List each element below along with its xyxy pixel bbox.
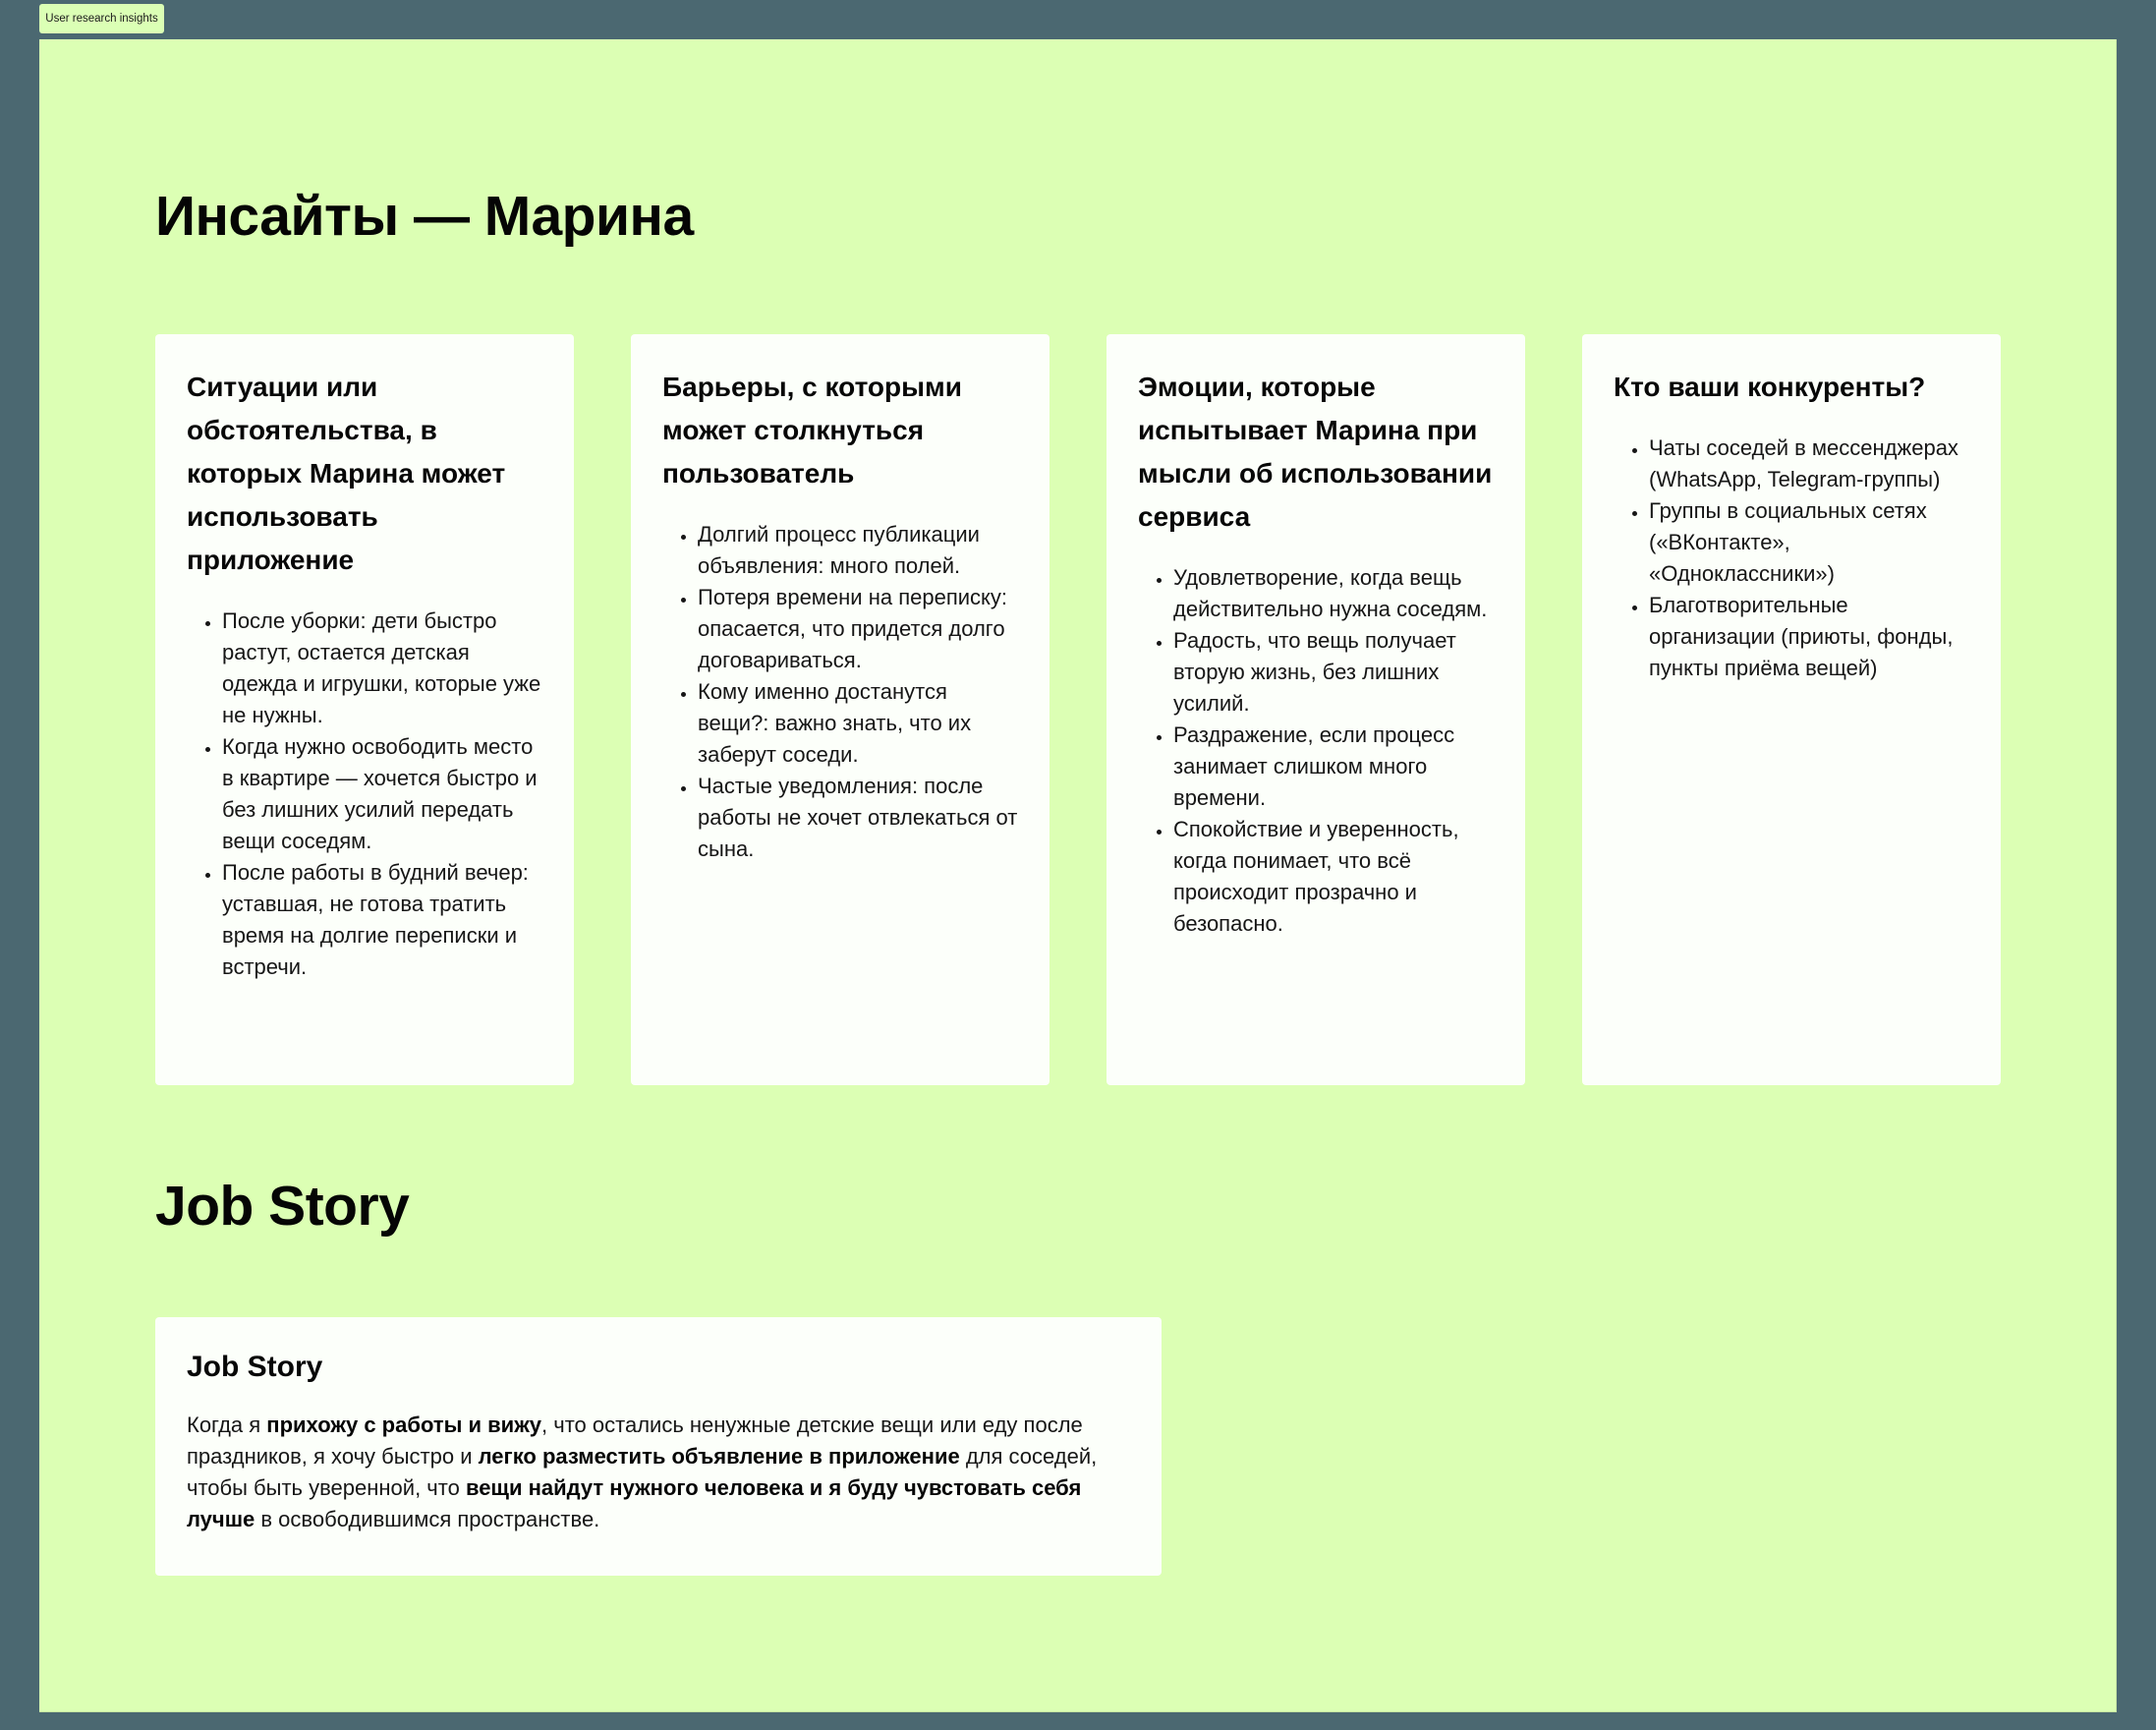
frame-label[interactable]: User research insights (39, 4, 164, 33)
research-frame: Инсайты — Марина Ситуации или обстоятель… (39, 39, 2117, 1712)
card-list: После уборки: дети быстро растут, остает… (187, 606, 544, 983)
insight-card-situations[interactable]: Ситуации или обстоятельства, в которых М… (155, 334, 574, 1085)
list-item: После уборки: дети быстро растут, остает… (222, 606, 544, 731)
job-story-segment: для соседей, чтобы быть уверенной, что (187, 1444, 1098, 1500)
list-item: Потеря времени на переписку: опасается, … (698, 582, 1020, 676)
insights-title: Инсайты — Марина (155, 185, 694, 248)
list-item: Группы в социальных сетях («ВКонтакте», … (1649, 495, 1971, 590)
job-story-emphasis: легко разместить объявление в приложение (478, 1444, 960, 1469)
card-list: Удовлетворение, когда вещь действительно… (1138, 562, 1496, 940)
card-heading: Эмоции, которые испытывает Марина при мы… (1138, 372, 1493, 532)
insight-card-emotions[interactable]: Эмоции, которые испытывает Марина при мы… (1106, 334, 1525, 1085)
job-story-emphasis: прихожу с работы и вижу (266, 1413, 542, 1437)
list-item: Долгий процесс публикации объявления: мн… (698, 519, 1020, 582)
job-story-segment: , что остались ненужные детские вещи или… (187, 1413, 1083, 1469)
card-heading: Барьеры, с которыми может столкнуться по… (662, 372, 962, 489)
list-item: После работы в будний вечер: уставшая, н… (222, 857, 544, 983)
list-item: Раздражение, если процесс занимает слишк… (1173, 720, 1496, 814)
list-item: Спокойствие и уверенность, когда понимае… (1173, 814, 1496, 940)
insight-card-barriers[interactable]: Барьеры, с которыми может столкнуться по… (631, 334, 1050, 1085)
insight-card-competitors[interactable]: Кто ваши конкуренты? Чаты соседей в месс… (1582, 334, 2001, 1085)
list-item: Чаты соседей в мессенджерах (WhatsApp, T… (1649, 432, 1971, 495)
card-list: Чаты соседей в мессенджерах (WhatsApp, T… (1614, 432, 1971, 684)
list-item: Благотворительные организации (приюты, ф… (1649, 590, 1971, 684)
list-item: Кому именно достанутся вещи?: важно знат… (698, 676, 1020, 771)
job-story-text: Когда я прихожу с работы и вижу, что ост… (187, 1410, 1130, 1535)
card-heading: Ситуации или обстоятельства, в которых М… (187, 372, 506, 575)
list-item: Радость, что вещь получает вторую жизнь,… (1173, 625, 1496, 720)
job-story-title: Job Story (155, 1175, 410, 1238)
list-item: Когда нужно освободить место в квартире … (222, 731, 544, 857)
card-heading: Кто ваши конкуренты? (1614, 372, 1926, 402)
job-story-card[interactable]: Job Story Когда я прихожу с работы и виж… (155, 1317, 1162, 1576)
job-story-emphasis: вещи найдут нужного человека и я буду чу… (187, 1475, 1082, 1531)
list-item: Частые уведомления: после работы не хоче… (698, 771, 1020, 865)
card-list: Долгий процесс публикации объявления: мн… (662, 519, 1020, 865)
job-story-segment: в освободившимся пространстве. (255, 1507, 600, 1531)
job-story-card-heading: Job Story (187, 1351, 323, 1383)
job-story-segment: Когда я (187, 1413, 267, 1437)
list-item: Удовлетворение, когда вещь действительно… (1173, 562, 1496, 625)
